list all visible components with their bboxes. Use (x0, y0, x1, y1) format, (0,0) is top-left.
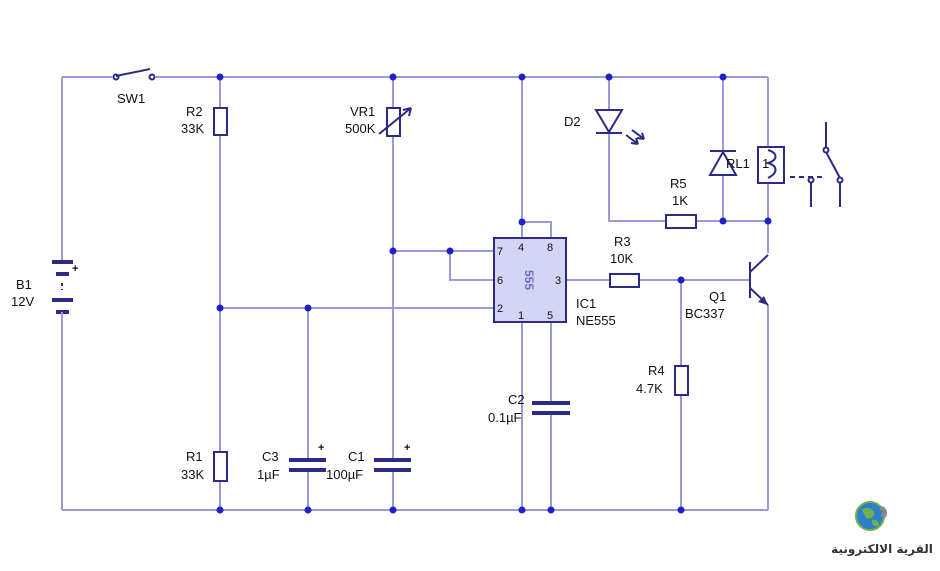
capacitor-c3: + C3 1µF (257, 442, 326, 482)
junction-dot (389, 73, 397, 81)
resistor-r5: R5 1K (665, 176, 697, 229)
junction-dot (677, 506, 685, 514)
r4-value: 4.7K (636, 381, 663, 396)
r2-value: 33K (181, 121, 204, 136)
c1-value: 100µF (326, 467, 363, 482)
b1-plus-sign: + (72, 263, 78, 275)
junction-dot (547, 506, 555, 514)
capacitor-c1: + C1 100µF (326, 442, 411, 482)
c1-label: C1 (348, 449, 365, 464)
b1-value: 12V (11, 294, 34, 309)
c2-label: C2 (508, 392, 525, 407)
junction-dot (446, 247, 454, 255)
ic1-pin-2: 2 (497, 303, 503, 315)
resistor-r2: R2 33K (181, 104, 228, 136)
c2-value: 0.1µF (488, 410, 522, 425)
battery-b1: + B1 12V (11, 260, 78, 335)
potentiometer-vr1: VR1 500K (345, 104, 412, 137)
r3-label: R3 (614, 234, 631, 249)
junction-dot (216, 506, 224, 514)
ic1-pin-4: 4 (518, 242, 524, 254)
junction-dot (389, 247, 397, 255)
c1-plus-sign: + (404, 442, 410, 454)
ic1-pin-5: 5 (547, 310, 553, 322)
led-d2: D2 (564, 109, 645, 145)
ic1-pin-7: 7 (497, 246, 503, 258)
ic-ne555: 7 6 2 4 8 3 1 5 555 IC1 NE555 (493, 237, 616, 328)
r5-value: 1K (672, 193, 688, 208)
junction-dot (304, 304, 312, 312)
d2-label: D2 (564, 114, 581, 129)
flyback-diode (708, 149, 738, 176)
junction-dot (719, 217, 727, 225)
r1-value: 33K (181, 467, 204, 482)
resistor-r3: R3 10K (609, 234, 640, 288)
junction-dot (677, 276, 685, 284)
junction-dot (764, 217, 772, 225)
site-logo: القرية الالكترونية (831, 501, 933, 557)
q1-value: BC337 (685, 306, 725, 321)
transistor-q1: Q1 BC337 (685, 254, 769, 321)
junction-dot (389, 506, 397, 514)
ic1-pin-1: 1 (518, 310, 524, 322)
ic1-pin-6: 6 (497, 275, 503, 287)
junction-dot (605, 73, 613, 81)
junction-dot (518, 73, 526, 81)
r2-label: R2 (186, 104, 203, 119)
rl1-label: RL1 (726, 156, 750, 171)
b1-label: B1 (16, 277, 32, 292)
switch-sw1: SW1 (97, 68, 165, 106)
ic1-pin-3: 3 (555, 275, 561, 287)
vr1-label: VR1 (350, 104, 375, 119)
junction-dot (719, 73, 727, 81)
junction-dot (518, 506, 526, 514)
capacitor-c2: C2 0.1µF (488, 392, 570, 425)
c3-label: C3 (262, 449, 279, 464)
c3-value: 1µF (257, 467, 280, 482)
ic1-value: NE555 (576, 313, 616, 328)
junction-dot (216, 304, 224, 312)
wires (61, 76, 769, 511)
r5-label: R5 (670, 176, 687, 191)
junction-dot (518, 218, 526, 226)
junction-dots (216, 73, 772, 514)
resistor-r4: R4 4.7K (636, 363, 689, 396)
relay-rl1: RL1 1 (726, 122, 844, 207)
vr1-value: 500K (345, 121, 376, 136)
c3-plus-sign: + (318, 442, 324, 454)
sw1-label: SW1 (117, 91, 145, 106)
ic1-pin-8: 8 (547, 242, 553, 254)
q1-label: Q1 (709, 289, 726, 304)
r3-value: 10K (610, 251, 633, 266)
r4-label: R4 (648, 363, 665, 378)
junction-dot (304, 506, 312, 514)
ic1-chip-name: 555 (522, 270, 536, 290)
r1-label: R1 (186, 449, 203, 464)
ic1-label: IC1 (576, 296, 596, 311)
rl1-coil-number: 1 (762, 156, 769, 171)
logo-text: القرية الالكترونية (831, 542, 933, 557)
junction-dot (216, 73, 224, 81)
resistor-r1: R1 33K (181, 449, 228, 482)
